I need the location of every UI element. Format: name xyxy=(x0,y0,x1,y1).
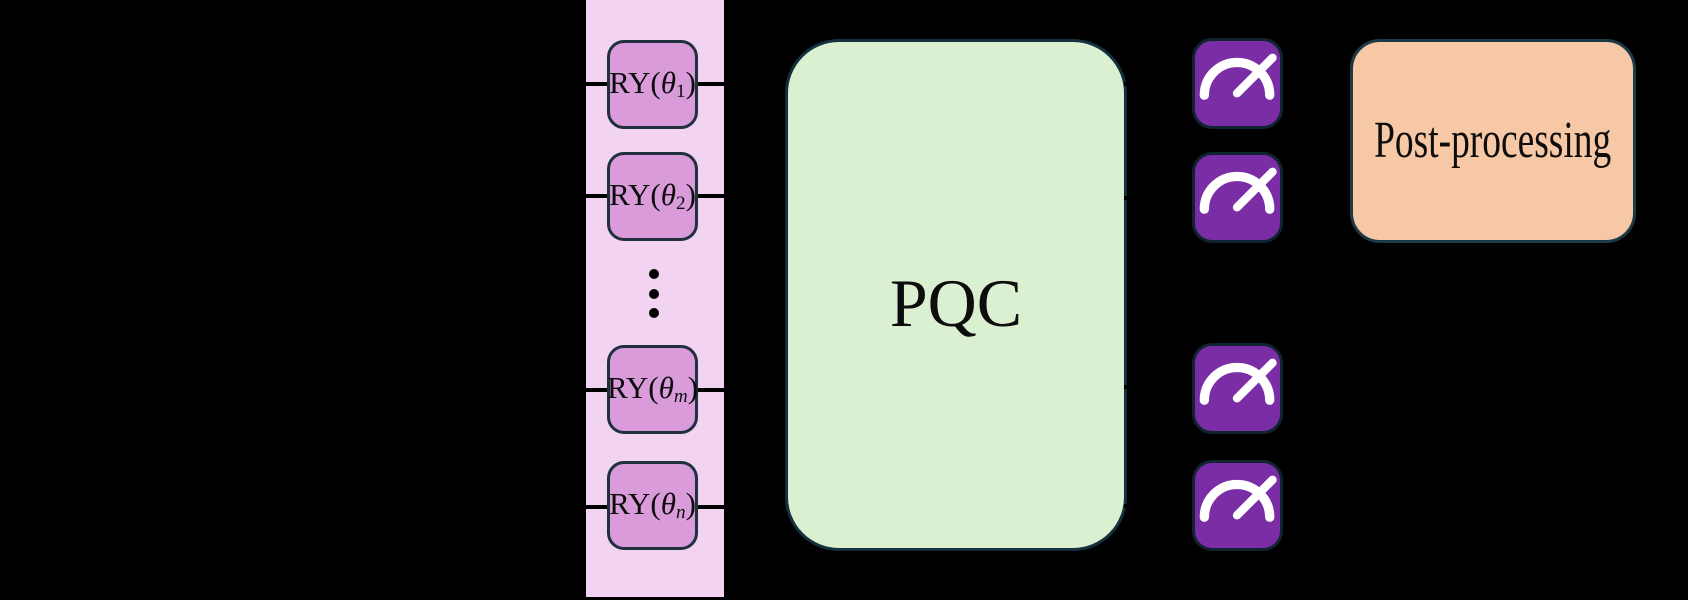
ry-gate-n-label: RY(θn) xyxy=(609,486,696,524)
measurement-wire-1 xyxy=(1124,82,1192,86)
ry-gate-2-label: RY(θ2) xyxy=(609,177,696,215)
ry-gate-n: RY(θn) xyxy=(607,461,698,550)
ry-gate-m-label: RY(θm) xyxy=(606,370,699,408)
theta-subscript: 1 xyxy=(676,81,686,103)
post-processing-block: Post-processing xyxy=(1350,39,1636,243)
measurement-wire-n xyxy=(1124,504,1192,508)
ry-gate-m: RY(θm) xyxy=(607,345,698,434)
measurement-gauge-icon xyxy=(1192,38,1283,129)
theta-symbol: θ xyxy=(660,65,676,101)
post-processing-label: Post-processing xyxy=(1374,112,1612,169)
measurement-gauge-icon xyxy=(1192,152,1283,243)
pqc-block: PQC xyxy=(785,39,1127,551)
ry-gate-1: RY(θ1) xyxy=(607,40,698,129)
pqc-label: PQC xyxy=(889,265,1023,341)
ellipsis-dots xyxy=(649,269,659,328)
theta-symbol: θ xyxy=(660,177,676,213)
ellipsis-dot xyxy=(649,269,659,279)
measurement-gauge-icon xyxy=(1192,460,1283,551)
ellipsis-dot xyxy=(649,308,659,318)
measurement-gauge-icon xyxy=(1192,343,1283,434)
ry-gate-1-label: RY(θ1) xyxy=(609,65,696,103)
measurement-wire-2 xyxy=(1124,196,1192,200)
ry-gate-2: RY(θ2) xyxy=(607,152,698,241)
theta-subscript: 2 xyxy=(676,193,686,215)
theta-subscript: m xyxy=(673,386,688,408)
theta-subscript: n xyxy=(676,502,686,524)
measurement-wire-m xyxy=(1124,385,1192,389)
ellipsis-dot xyxy=(649,288,659,299)
theta-symbol: θ xyxy=(660,486,676,522)
theta-symbol: θ xyxy=(658,370,674,406)
